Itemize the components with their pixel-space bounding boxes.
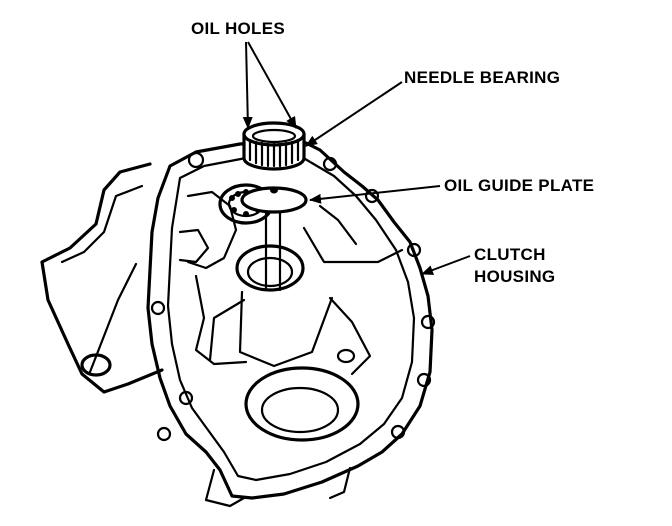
oil-guide-plate-label: OIL GUIDE PLATE bbox=[444, 176, 595, 195]
needle-bearing-label: NEEDLE BEARING bbox=[404, 68, 561, 87]
lower-lip bbox=[204, 468, 246, 508]
internal-web-2 bbox=[208, 298, 246, 362]
needle-bearing bbox=[242, 121, 306, 171]
oil-holes-label: OIL HOLES bbox=[191, 19, 286, 38]
internal-rib-5 bbox=[318, 204, 358, 246]
mainshaft-bore bbox=[235, 244, 305, 292]
mainshaft-bore-inner bbox=[246, 256, 294, 288]
clutch-housing-body bbox=[40, 138, 436, 508]
oil-guide-plate bbox=[240, 186, 308, 292]
needle-rollers bbox=[248, 138, 300, 168]
leader-oil-guide-plate bbox=[309, 185, 441, 204]
internal-web bbox=[238, 290, 334, 368]
clutch-housing-label: CLUTCH HOUSING bbox=[474, 244, 555, 288]
housing-outline bbox=[146, 138, 434, 500]
differential-bore-inner bbox=[260, 386, 340, 434]
differential-bore bbox=[244, 366, 360, 442]
internal-rib-4 bbox=[302, 226, 404, 264]
callout-leaders bbox=[242, 41, 471, 275]
clutch-housing-label-line2: HOUSING bbox=[474, 267, 556, 286]
internal-rib-1 bbox=[186, 190, 238, 270]
small-boss-right bbox=[336, 348, 356, 364]
leader-needle-bearing bbox=[305, 81, 403, 147]
lower-tab bbox=[328, 466, 352, 500]
leader-oil-holes-left bbox=[242, 41, 253, 129]
internal-rib-3 bbox=[194, 274, 248, 366]
leader-oil-holes-right bbox=[247, 41, 297, 129]
internal-rib-2 bbox=[178, 228, 210, 264]
left-flange-inner bbox=[60, 184, 144, 264]
left-flange bbox=[40, 162, 164, 394]
internal-web-3 bbox=[328, 296, 372, 376]
clutch-housing-label-line1: CLUTCH bbox=[474, 245, 546, 264]
left-flange-rib bbox=[88, 262, 138, 374]
left-boss bbox=[80, 353, 112, 377]
leader-clutch-housing bbox=[421, 255, 471, 275]
bolt-bosses bbox=[150, 151, 436, 442]
housing-rim bbox=[166, 154, 416, 482]
